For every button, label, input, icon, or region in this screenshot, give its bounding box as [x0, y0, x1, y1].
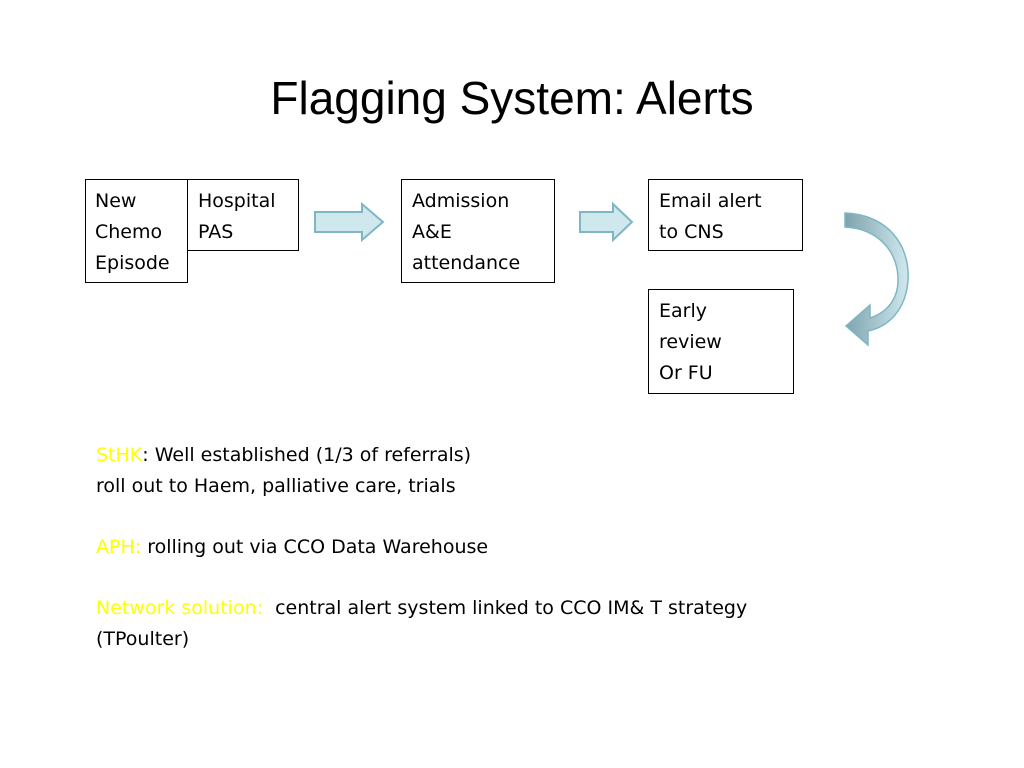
box-line: Hospital [198, 190, 276, 212]
right-arrow-icon [579, 201, 634, 243]
box-line: Chemo [95, 221, 163, 243]
note-network-line2: (TPoulter) [96, 628, 190, 650]
note-label-aph: APH: [96, 536, 142, 558]
box-line: Episode [95, 252, 170, 274]
box-line: Or FU [659, 362, 713, 384]
note-aph: APH: rolling out via CCO Data Warehouse [96, 532, 747, 563]
box-line: A&E [412, 221, 452, 243]
note-label-network: Network solution: [96, 597, 264, 619]
flow-box-new-chemo-episode: New Chemo Episode [85, 179, 188, 283]
flow-box-admission: Admission A&E attendance [401, 179, 555, 283]
note-label-sthk: StHK [96, 444, 143, 466]
note-text: rolling out via CCO Data Warehouse [141, 536, 489, 558]
box-line: Admission [412, 190, 510, 212]
right-arrow-icon [314, 201, 385, 243]
notes-block: StHK: Well established (1/3 of referrals… [96, 440, 747, 655]
flow-box-early-review: Early review Or FU [648, 289, 794, 394]
flow-box-email-alert: Email alert to CNS [648, 179, 803, 251]
note-network: Network solution: central alert system l… [96, 593, 747, 624]
curved-arrow-icon [844, 212, 909, 347]
flow-box-hospital-pas: Hospital PAS [187, 179, 299, 251]
box-line: review [659, 331, 722, 353]
note-sthk: StHK: Well established (1/3 of referrals… [96, 440, 747, 471]
slide-title: Flagging System: Alerts [270, 72, 754, 124]
note-text: central alert system linked to CCO IM& T… [263, 597, 748, 619]
box-line: attendance [412, 252, 521, 274]
box-line: Early [659, 300, 707, 322]
box-line: PAS [198, 221, 234, 243]
box-line: to CNS [659, 221, 724, 243]
box-line: Email alert [659, 190, 762, 212]
box-line: New [95, 190, 137, 212]
note-text: : Well established (1/3 of referrals) [142, 444, 472, 466]
note-sthk-line2: roll out to Haem, palliative care, trial… [96, 475, 456, 497]
